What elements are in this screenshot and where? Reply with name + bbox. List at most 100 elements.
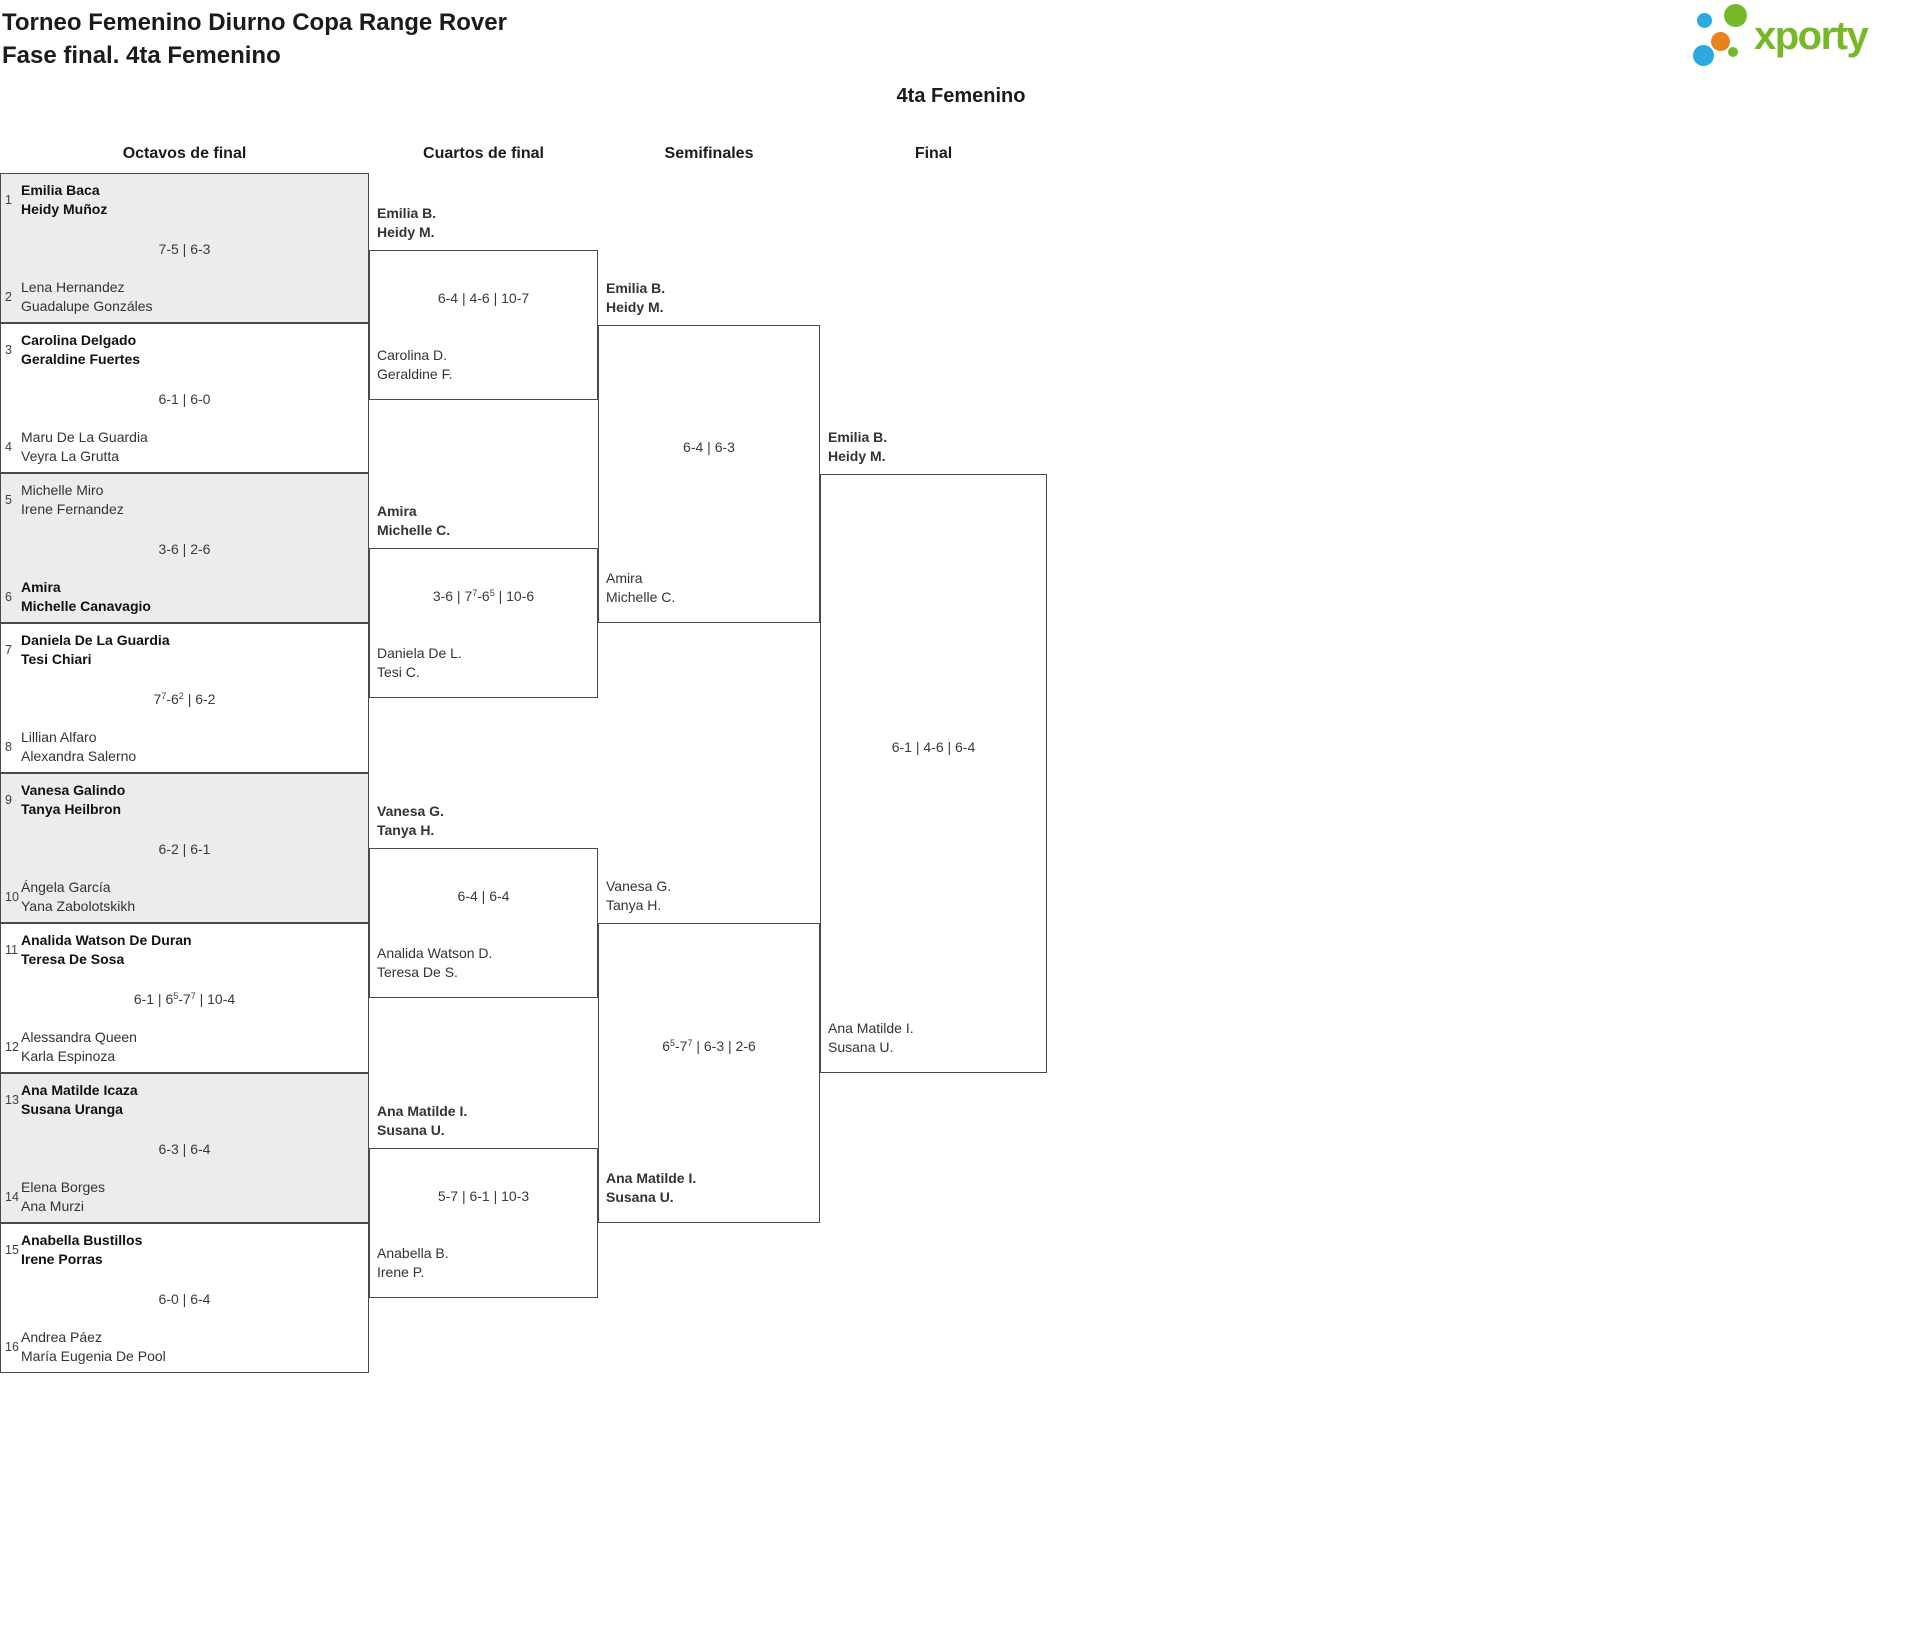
sf-match-1-top-team: Emilia B. Heidy M.: [606, 279, 816, 317]
page-title: Torneo Femenino Diurno Copa Range Rover …: [2, 6, 507, 72]
seed-number: 4: [5, 440, 12, 454]
match-score: 3-6 | 2-6: [158, 541, 211, 557]
match-score: 77-62 | 6-2: [153, 691, 216, 707]
logo-wordmark: xporty: [1754, 14, 1869, 58]
team-name-line: Heidy Muñoz: [21, 201, 108, 217]
team-name-line: Geraldine Fuertes: [21, 351, 141, 367]
team-name-line: Alexandra Salerno: [21, 748, 137, 764]
qf-match-4-box[interactable]: [369, 1148, 598, 1298]
qf-match-1-bottom-team: Carolina D. Geraldine F.: [377, 346, 594, 384]
final-match-1-box[interactable]: [820, 474, 1047, 1073]
seed-number: 12: [5, 1040, 19, 1054]
team-name-line: Irene Porras: [21, 1251, 103, 1267]
sf-match-2-box[interactable]: [598, 923, 820, 1223]
sf-match-2-score: 65-77 | 6-3 | 2-6: [662, 1038, 756, 1054]
qf-match-4-top-team: Ana Matilde I.Susana U.: [377, 1102, 594, 1140]
team-name-line: Ana Matilde I.: [377, 1103, 468, 1119]
team-name-line: Daniela De L.: [377, 645, 462, 661]
team-name: Daniela De L.Tesi C.: [377, 644, 594, 682]
team-name-line: Michelle C.: [606, 589, 676, 605]
logo-dot-blue-small: [1697, 13, 1712, 28]
qf-match-3-box[interactable]: [369, 848, 598, 998]
team-name-line: Tanya Heilbron: [21, 801, 122, 817]
team-name-line: Susana Uranga: [21, 1101, 123, 1117]
seed-number: 8: [5, 740, 12, 754]
team-name: Ana Matilde I.Susana U.: [606, 1169, 816, 1207]
team-name-line: Analida Watson D.: [377, 945, 493, 961]
sf-match-1-box[interactable]: [598, 325, 820, 623]
qf-match-1-box[interactable]: [369, 250, 598, 400]
team-name-line: Michelle Miro: [21, 482, 104, 498]
team-name-line: Geraldine F.: [377, 366, 453, 382]
team-name-line: Emilia Baca: [21, 182, 100, 198]
sf-match-2-bottom-team: Ana Matilde I.Susana U.: [606, 1169, 816, 1207]
team-name-line: Ana Matilde Icaza: [21, 1082, 138, 1098]
team-name-line: Emilia B.: [606, 280, 666, 296]
team-name-line: Susana U.: [828, 1039, 894, 1055]
team-name-line: Yana Zabolotskikh: [21, 898, 136, 914]
team-name: Emilia B. Heidy M.: [828, 428, 1043, 466]
team-name: Vanesa G.Tanya H.: [377, 802, 594, 840]
qf-match-2-box[interactable]: [369, 548, 598, 698]
sf-match-1-score: 6-4 | 6-3: [683, 439, 735, 455]
team-name-line: Heidy M.: [828, 448, 886, 464]
qf-match-2-score: 3-6 | 77-65 | 10-6: [432, 588, 535, 604]
team-name-line: Irene Fernandez: [21, 501, 124, 517]
team-name-line: Ana Matilde I.: [606, 1170, 697, 1186]
team-name-line: Lillian Alfaro: [21, 729, 97, 745]
logo-dot-green-small: [1728, 47, 1738, 57]
match-score: 6-2 | 6-1: [158, 841, 211, 857]
team-name-line: Carolina D.: [377, 347, 448, 363]
round-header-octavos: Octavos de final: [122, 145, 247, 162]
seed-number: 13: [5, 1093, 19, 1107]
team-name-line: Michelle C.: [377, 522, 451, 538]
team-name-line: Vanesa Galindo: [21, 782, 126, 798]
match-score: 6-3 | 6-4: [158, 1141, 211, 1157]
match-score: 6-1 | 6-0: [158, 391, 211, 407]
team-name-line: Tanya H.: [377, 822, 435, 838]
xporty-logo[interactable]: xporty: [1690, 0, 1920, 72]
final-match-1-score: 6-1 | 4-6 | 6-4: [891, 739, 976, 755]
round-header-semifinales: Semifinales: [664, 145, 754, 162]
seed-number: 15: [5, 1243, 19, 1257]
team-name-line: Amira: [377, 503, 417, 519]
team-name-line: Veyra La Grutta: [21, 448, 120, 464]
team-name-line: Anabella Bustillos: [21, 1232, 143, 1248]
team-name-line: Alessandra Queen: [21, 1029, 137, 1045]
logo-dot-blue-medium: [1693, 45, 1714, 66]
team-name-line: Ana Matilde I.: [828, 1020, 914, 1036]
qf-match-4-bottom-team: Anabella B.Irene P.: [377, 1244, 594, 1282]
team-name-line: Elena Borges: [21, 1179, 106, 1195]
team-name-line: Maru De La Guardia: [21, 429, 148, 445]
seed-number: 14: [5, 1190, 19, 1204]
team-name-line: Heidy M.: [606, 299, 664, 315]
team-name-line: Emilia B.: [828, 429, 888, 445]
